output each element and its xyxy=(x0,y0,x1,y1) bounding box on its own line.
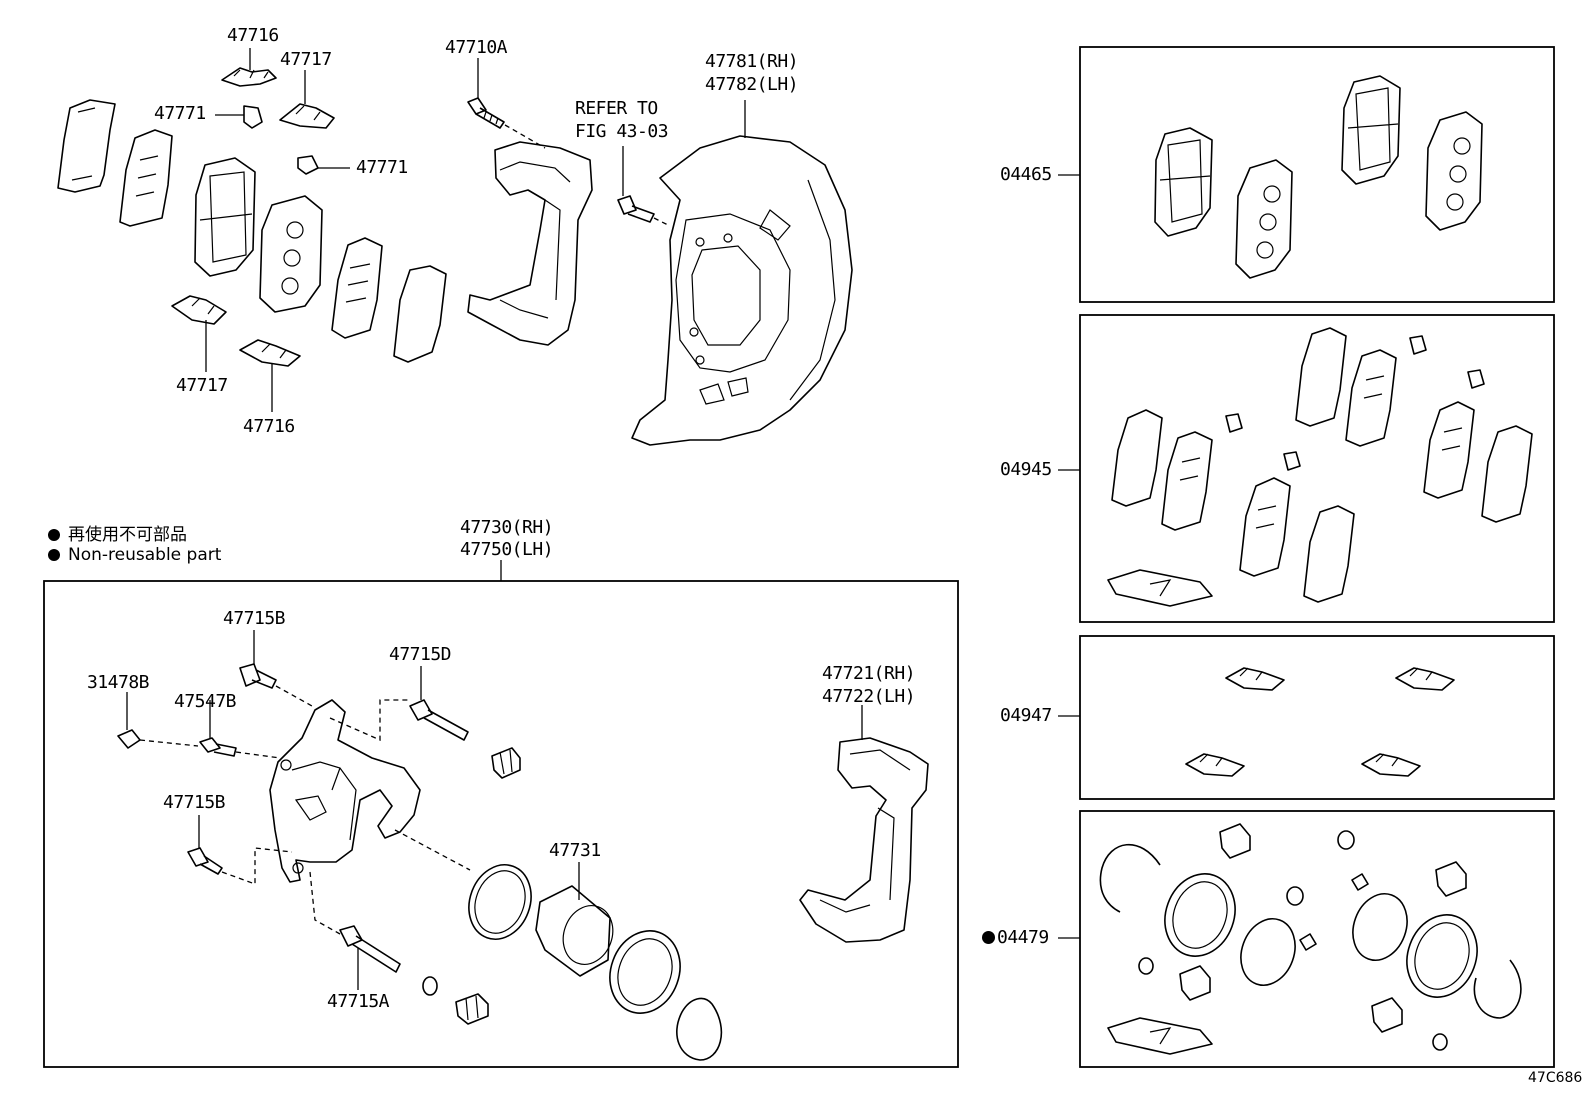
kit-box-04479 xyxy=(1079,810,1555,1068)
bolt-47710A xyxy=(467,97,505,129)
pad-clip-bottom-47717 xyxy=(171,295,227,325)
label-47771-left: 47771 xyxy=(154,103,206,124)
label-kit-04947: 04947 xyxy=(1000,705,1052,726)
label-kit-04945: 04945 xyxy=(1000,459,1052,480)
label-47715D: 47715D xyxy=(389,644,452,665)
label-kit-04465: 04465 xyxy=(1000,164,1052,185)
bolt-47715B-mid xyxy=(187,847,223,875)
pad-support-47771-left xyxy=(243,105,263,129)
non-reusable-marker xyxy=(982,931,995,944)
label-47716-top: 47716 xyxy=(227,25,279,46)
piston-boot xyxy=(609,930,681,1014)
label-47750: 47750(LH) xyxy=(460,539,554,560)
figure-id: 47C686 xyxy=(1528,1070,1583,1086)
kit-box-04465 xyxy=(1079,46,1555,303)
caliper-assembly-box xyxy=(43,580,959,1068)
label-47722: 47722(LH) xyxy=(822,686,916,707)
label-47771-right: 47771 xyxy=(356,157,408,178)
kit-04465-pad-1 xyxy=(1154,127,1213,237)
label-47730: 47730(RH) xyxy=(460,517,554,538)
label-47547B: 47547B xyxy=(174,691,237,712)
pin-boot-top xyxy=(491,747,521,779)
label-47710A: 47710A xyxy=(445,37,508,58)
anti-squeal-shim-left xyxy=(119,129,173,227)
outer-shim-left xyxy=(57,99,116,193)
disc-brake-dust-cover xyxy=(631,135,853,446)
bleeder-plug-47547B xyxy=(199,737,237,757)
pad-clip-top-47717 xyxy=(279,103,335,129)
kit-04947-clips xyxy=(1185,667,1455,777)
label-47731: 47731 xyxy=(549,840,601,861)
refer-bolt xyxy=(617,195,655,223)
label-refer-line1: REFER TO xyxy=(575,98,658,119)
kit-box-04945 xyxy=(1079,314,1555,623)
label-kit-04479: 04479 xyxy=(982,928,1049,948)
kit-04465-pad-2 xyxy=(1235,159,1293,279)
guide-pin-47715D xyxy=(409,699,469,741)
label-kit-04479-text: 04479 xyxy=(997,927,1049,948)
outer-shim-right xyxy=(393,265,447,363)
label-47715A: 47715A xyxy=(327,991,390,1012)
label-47715B-mid: 47715B xyxy=(163,792,226,813)
caliper-bracket-top xyxy=(467,141,593,346)
piston-seal-ring xyxy=(468,864,532,940)
label-31478B: 31478B xyxy=(87,672,150,693)
caliper-bracket-assembly xyxy=(799,737,929,943)
legend-english-text: Non-reusable part xyxy=(68,545,222,565)
legend-japanese: 再使用不可部品 xyxy=(48,520,187,545)
kit-box-04947 xyxy=(1079,635,1555,800)
legend-dot-icon xyxy=(48,529,60,541)
label-47715B-top: 47715B xyxy=(223,608,286,629)
piston-47731 xyxy=(535,885,614,977)
label-47782: 47782(LH) xyxy=(705,74,799,95)
pin-boot-bottom xyxy=(455,993,489,1025)
legend-japanese-text: 再使用不可部品 xyxy=(68,525,187,545)
bleeder-cap-31478B xyxy=(117,729,141,749)
kit-04945-shims xyxy=(1107,327,1533,607)
guide-pin-47715A xyxy=(339,925,401,973)
kit-04465-pad-3 xyxy=(1341,75,1401,185)
brake-pad-outer xyxy=(194,157,256,277)
anti-squeal-shim-right xyxy=(331,237,383,339)
brake-pad-inner xyxy=(259,195,323,313)
label-47781: 47781(RH) xyxy=(705,51,799,72)
pad-clip-bottom-47716 xyxy=(239,339,301,367)
pad-support-47771-right xyxy=(297,155,319,175)
label-47717-top: 47717 xyxy=(280,49,332,70)
legend-dot-icon xyxy=(48,549,60,561)
kit-04465-pad-4 xyxy=(1425,111,1483,231)
pad-clip-top-47716 xyxy=(221,67,277,87)
label-47721: 47721(RH) xyxy=(822,663,916,684)
label-47716-bottom: 47716 xyxy=(243,416,295,437)
bolt-47715B-top xyxy=(239,663,277,689)
caliper-cylinder xyxy=(269,699,421,883)
legend-english: Non-reusable part xyxy=(48,545,221,565)
label-47717-bottom: 47717 xyxy=(176,375,228,396)
set-ring xyxy=(676,997,723,1061)
label-refer-line2: FIG 43-03 xyxy=(575,121,669,142)
pin-bushing-small xyxy=(422,976,438,996)
kit-04479-seals xyxy=(1099,823,1522,1055)
